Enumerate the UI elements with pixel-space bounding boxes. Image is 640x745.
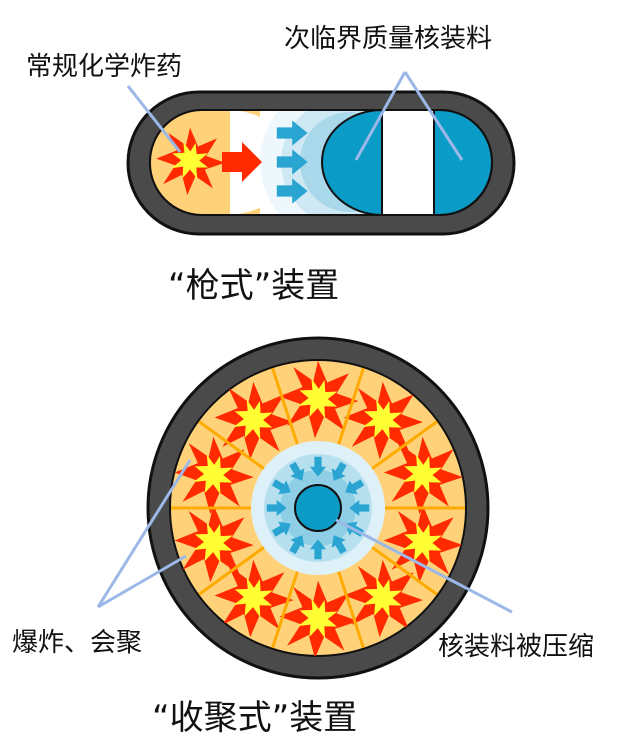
explosive-segment-line xyxy=(370,545,438,596)
gun-gap xyxy=(381,110,435,215)
explosive-segment-line xyxy=(271,570,300,649)
compressed-core xyxy=(294,484,342,532)
label-conventional-explosive: 常规化学炸药 xyxy=(26,52,183,82)
explosive-segment-line xyxy=(336,367,365,446)
explosive-segment-lines xyxy=(171,367,465,649)
caption-implosion-type: “收聚式”装置 xyxy=(152,698,358,738)
caption-gun-type: “枪式”装置 xyxy=(168,266,340,306)
label-fuel-compressed: 核装料被压缩 xyxy=(438,632,595,662)
explosive-segment-line xyxy=(336,570,365,649)
explosive-segment-line xyxy=(370,420,438,471)
implosion-device xyxy=(146,336,490,680)
gun-type-device xyxy=(126,90,516,236)
gun-shock-arrows xyxy=(276,120,308,204)
label-explosion-converge: 爆炸、会聚 xyxy=(12,628,143,658)
explosive-segment-line xyxy=(198,545,266,596)
subcritical-hemisphere-left xyxy=(320,110,383,215)
label-subcritical-mass: 次临界质量核装料 xyxy=(284,24,493,54)
gun-propulsion-arrow xyxy=(222,142,262,182)
pointer-lines xyxy=(96,71,513,614)
explosive-segment-line xyxy=(271,367,300,446)
explosive-segment-line xyxy=(198,420,266,471)
